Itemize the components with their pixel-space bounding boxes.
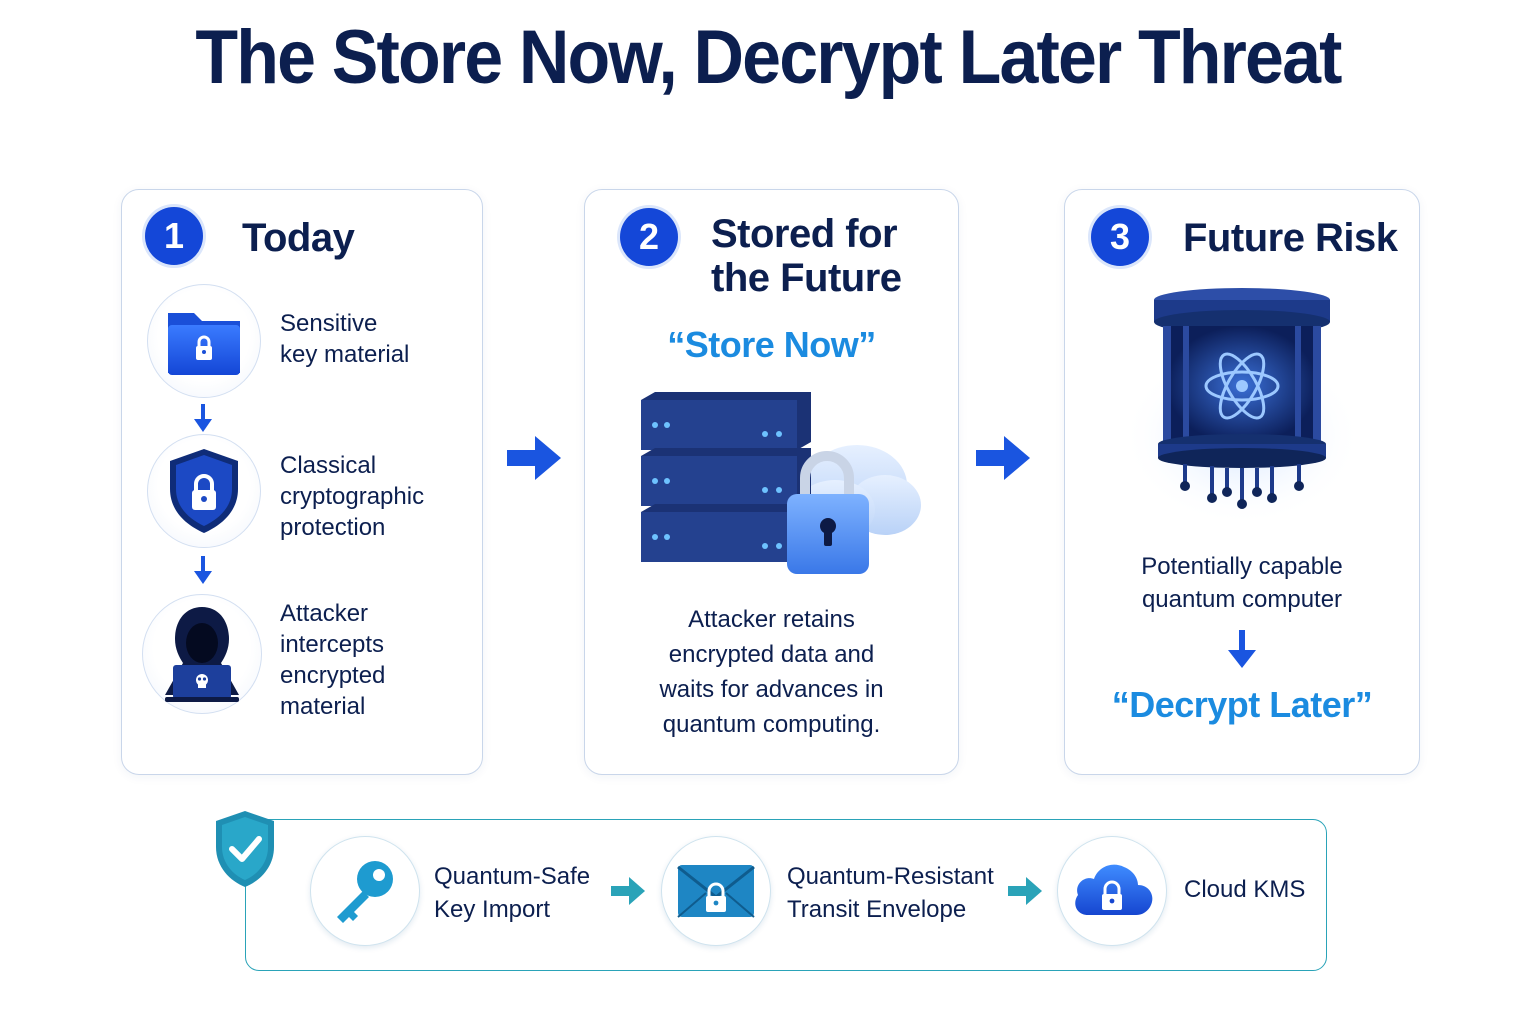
- right-arrow-icon: [507, 436, 561, 480]
- cloud-lock-icon: [1057, 836, 1167, 946]
- shield-lock-icon: [147, 434, 261, 548]
- key-icon: [310, 836, 420, 946]
- down-arrow-icon: [194, 404, 212, 432]
- shield-check-icon: [216, 811, 274, 887]
- step-number-badge: 3: [1091, 208, 1149, 266]
- panel-today: 1 Today Sensitive key material Classical…: [121, 189, 483, 775]
- hooded-attacker-icon: [142, 594, 262, 714]
- step-number-badge: 1: [145, 207, 203, 265]
- decrypt-later-quote: “Decrypt Later”: [1111, 684, 1373, 725]
- mitigation-label: Cloud KMS: [1184, 876, 1306, 903]
- right-arrow-icon: [1008, 877, 1042, 905]
- step-text: Classical cryptographic protection: [280, 452, 425, 541]
- store-now-quote: “Store Now”: [667, 324, 876, 365]
- right-arrow-icon: [976, 436, 1030, 480]
- panel-title: Future Risk: [1183, 216, 1398, 260]
- panel-description: Potentially capable quantum computer: [1141, 553, 1343, 613]
- step-number-badge: 2: [620, 208, 678, 266]
- step-text: Sensitive key material: [280, 310, 410, 368]
- panel-title: Today: [242, 216, 355, 260]
- locked-envelope-icon: [661, 836, 771, 946]
- quantum-computer-icon: [1122, 288, 1362, 526]
- mitigation-label: Quantum-Resistant Transit Envelope: [787, 863, 994, 923]
- panel-future-risk: 3 Future Risk: [1064, 189, 1420, 775]
- step-text: Attacker intercepts encrypted material: [280, 600, 386, 720]
- page-title: The Store Now, Decrypt Later Threat: [195, 15, 1342, 100]
- panel-title: Stored for the Future: [711, 212, 902, 300]
- mitigation-label: Quantum-Safe Key Import: [434, 863, 591, 923]
- panel-stored-for-the-future: 2 Stored for the Future “Store Now”: [584, 189, 959, 775]
- down-arrow-icon: [194, 556, 212, 584]
- panel-description: Attacker retains encrypted data and wait…: [659, 606, 884, 738]
- server-lock-cloud-icon: [641, 392, 921, 574]
- right-arrow-icon: [611, 877, 645, 905]
- down-arrow-icon: [1228, 630, 1256, 668]
- locked-folder-icon: [147, 284, 261, 398]
- mitigation-strip: Quantum-Safe Key Import Quantum-Resistan…: [245, 819, 1327, 971]
